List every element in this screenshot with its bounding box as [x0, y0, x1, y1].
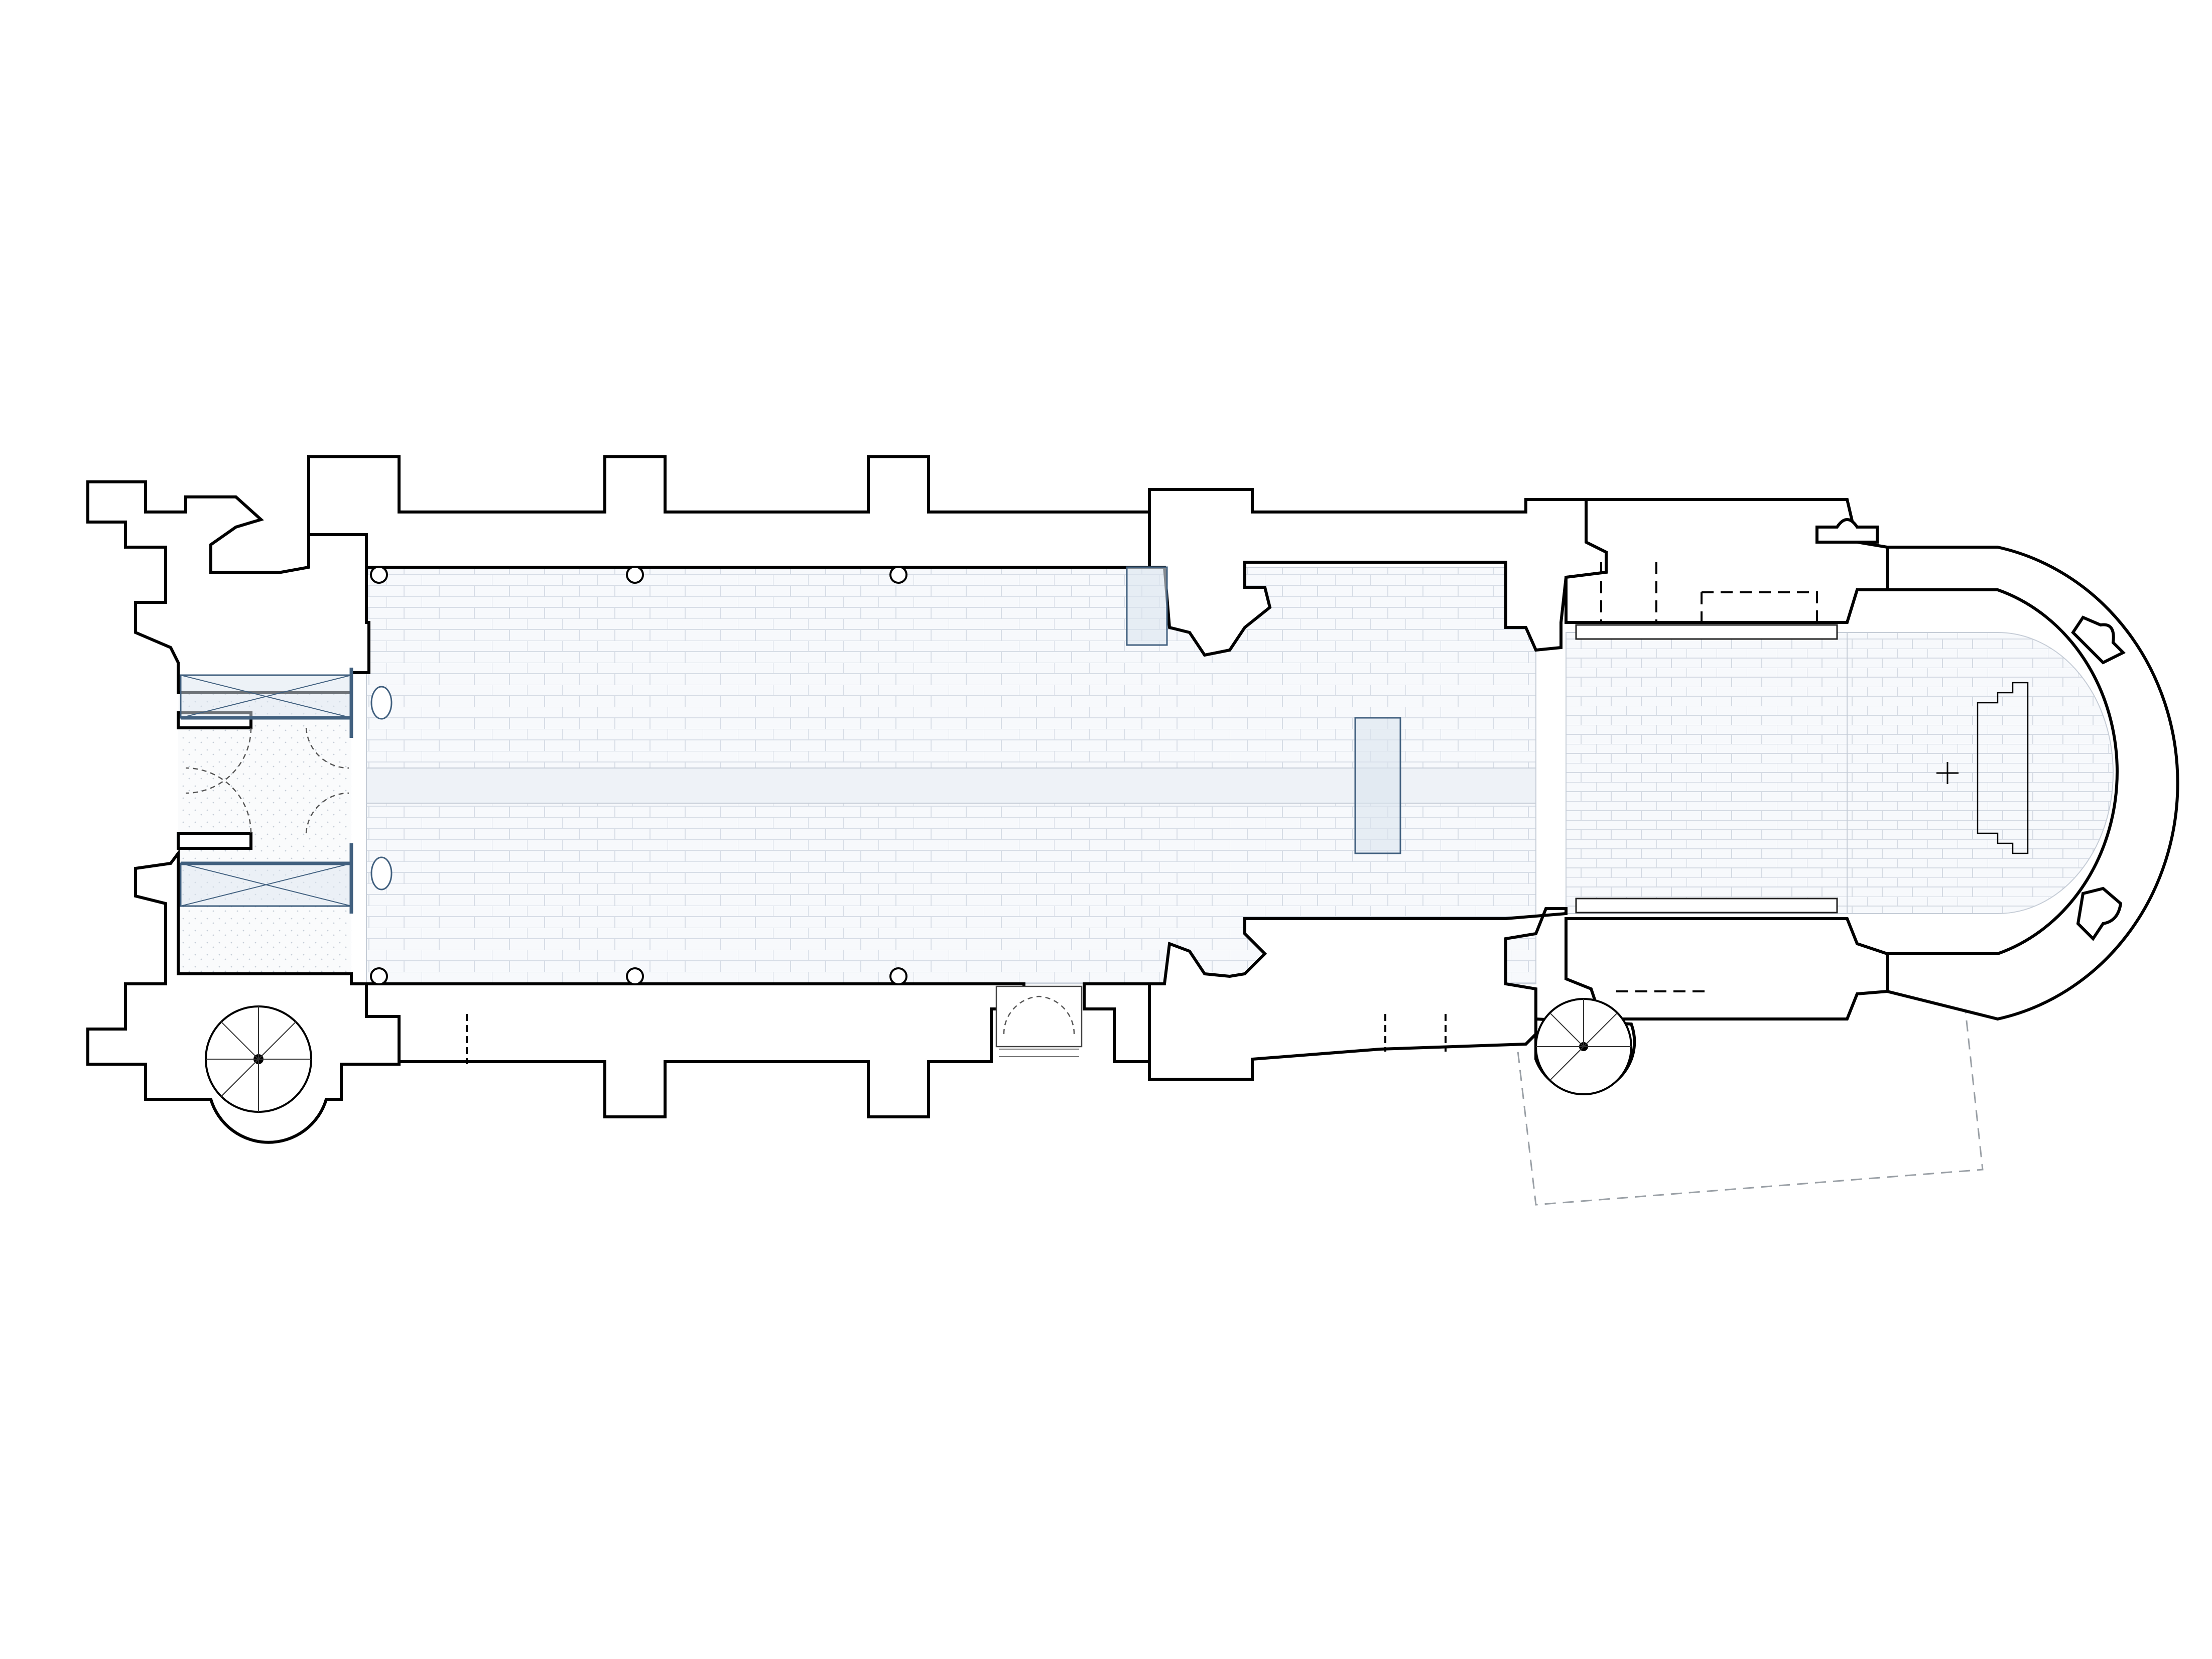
apse-floor [1847, 632, 2114, 914]
blue-floor-panel-north [1126, 566, 1168, 646]
nave-columns [370, 566, 907, 985]
blue-floor-panel-center [1354, 717, 1401, 854]
font-north-icon [370, 686, 393, 720]
nave-south-wall [365, 982, 1025, 1118]
glass-screen-south [180, 843, 353, 914]
south-transept-wall [1148, 907, 1568, 1081]
dashed-step-north [1600, 562, 1657, 622]
choir-stalls-south [1575, 898, 1838, 914]
spiral-stair-west [205, 1005, 312, 1113]
central-aisle [366, 768, 1536, 804]
choir-north-wall [1565, 498, 1889, 624]
nave-north-wall [307, 455, 1151, 569]
altar-cross-icon [1936, 762, 1959, 784]
south-entrance-door[interactable] [995, 985, 1083, 1057]
altar-steps [1977, 682, 2029, 854]
west-front-south [86, 849, 401, 1144]
wall-ticks [466, 1014, 1447, 1064]
font-south-icon [370, 856, 393, 890]
west-entrance-doors[interactable] [185, 727, 349, 834]
apse-buttresses [1815, 518, 2126, 941]
choir-south-wall [1565, 917, 1889, 1020]
nave-south-wall-east [1083, 982, 1151, 1063]
choir-floor [1566, 632, 1848, 914]
glass-screen-north [180, 668, 353, 738]
spiral-stair-east [1534, 998, 1636, 1095]
dashed-screen [1701, 591, 1818, 622]
ghost-outline [1515, 983, 1984, 1206]
north-transept-wall [1148, 488, 1608, 657]
choir-stalls-north [1575, 624, 1838, 640]
